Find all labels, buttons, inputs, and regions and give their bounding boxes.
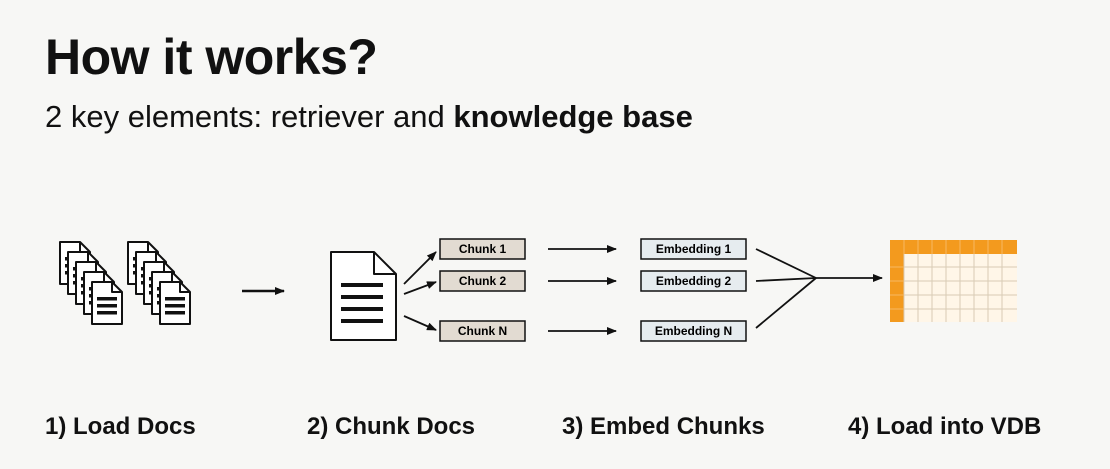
embedding-box-2: Embedding 2 [640,270,747,292]
chunk-box-n: Chunk N [439,320,526,342]
converging-lines [755,248,817,329]
step-label-embed-chunks: 3) Embed Chunks [562,413,765,440]
subtitle-bold-text: knowledge base [453,99,693,134]
embedding-label-2: Embedding 2 [656,274,732,288]
step-label-load-into-vdb: 4) Load into VDB [848,413,1042,440]
document-stack-icon-left [59,241,123,325]
subtitle-text: 2 key elements: retriever and [45,99,454,134]
arrow-doc-to-chunk-1 [403,251,437,285]
document-stack-icon-right [127,241,191,325]
slide-subtitle: 2 key elements: retriever and knowledge … [45,98,693,135]
vector-db-table-icon [890,240,1017,322]
arrow-doc-to-chunk-2 [403,281,437,295]
arrow-doc-to-chunk-n [403,315,437,331]
step-label-load-docs: 1) Load Docs [45,413,196,440]
slide-title: How it works? [45,29,378,85]
embedding-label-1: Embedding 1 [656,242,732,256]
step-label-chunk-docs: 2) Chunk Docs [307,413,476,440]
single-document-icon [330,251,397,341]
chunk-box-1: Chunk 1 [439,238,526,260]
embedding-label-n: Embedding N [655,324,732,338]
chunk-label-1: Chunk 1 [459,242,507,256]
embedding-box-n: Embedding N [640,320,747,342]
chunk-label-n: Chunk N [458,324,507,338]
chunk-box-2: Chunk 2 [439,270,526,292]
chunk-label-2: Chunk 2 [459,274,507,288]
embedding-box-1: Embedding 1 [640,238,747,260]
